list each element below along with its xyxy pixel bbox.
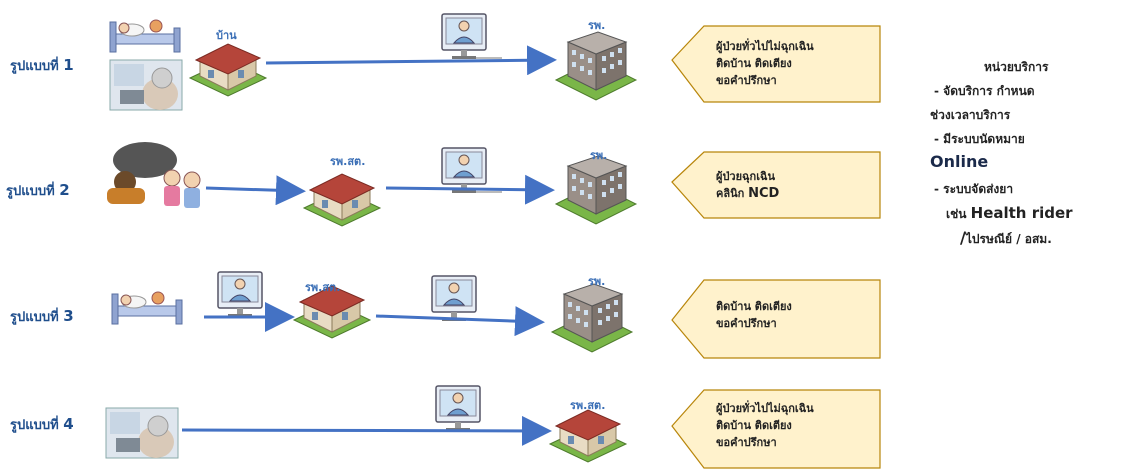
callout-line-bold: NCD	[748, 186, 780, 201]
row-number: 4	[63, 415, 74, 433]
arrow-row2-a	[205, 175, 306, 206]
video-call-image	[105, 407, 179, 459]
callout-line-prefix: คลินิก	[716, 187, 749, 200]
callout-box-row1	[671, 25, 881, 103]
row-label-text: รูปแบบที่	[6, 184, 55, 199]
callout-line: ติดบ้าน ติดเตียง	[716, 419, 792, 432]
callout-line: ติดบ้าน ติดเตียง	[716, 300, 792, 313]
home-label: บ้าน	[216, 29, 237, 42]
telemedicine-monitor-icon	[217, 271, 279, 318]
callout-text-row2: ผู้ป่วยฉุกเฉิน คลินิก NCD	[716, 168, 779, 202]
callout-line: คลินิก NCD	[716, 185, 779, 202]
callout-line: ขอคำปรึกษา	[716, 317, 777, 330]
hospital-label: รพ.	[590, 149, 608, 162]
arrow-row1	[265, 45, 557, 76]
patient-in-bed-image	[109, 19, 181, 53]
row-number: 3	[63, 307, 74, 325]
telemedicine-monitor-icon	[441, 147, 503, 194]
service-unit-line: /ไปรษณีย์ / อสม.	[960, 228, 1052, 249]
callout-line: ผู้ป่วยฉุกเฉิน	[716, 170, 775, 183]
callout-line: ผู้ป่วยทั่วไปไม่ฉุกเฉิน	[716, 40, 814, 53]
health-center-label: รพ.สต.	[570, 399, 606, 412]
callout-box-row4	[671, 389, 881, 469]
callout-text-row3: ติดบ้าน ติดเตียง ขอคำปรึกษา	[716, 298, 792, 332]
health-center-house-icon	[549, 409, 627, 463]
service-unit-line: - มีระบบนัดหมาย	[934, 132, 1025, 146]
health-center-label: รพ.สต.	[330, 155, 366, 168]
service-unit-line: - จัดบริการ กำหนด	[934, 84, 1035, 98]
patient-in-bed-image	[111, 291, 183, 325]
row-label-2: รูปแบบที่ 2	[6, 180, 70, 201]
worried-patients-image	[107, 142, 201, 208]
health-center-house-icon	[303, 173, 381, 227]
row-label-text: รูปแบบที่	[10, 310, 59, 325]
service-unit-line: - ระบบจัดส่งยา	[934, 182, 1014, 196]
telemedicine-monitor-icon	[431, 275, 493, 322]
service-unit-line: ช่วงเวลาบริการ	[930, 108, 1011, 122]
callout-line: ผู้ป่วยทั่วไปไม่ฉุกเฉิน	[716, 402, 814, 415]
row-label-4: รูปแบบที่ 4	[10, 414, 74, 435]
service-unit-line-online: Online	[930, 152, 989, 171]
hospital-building-icon	[555, 31, 637, 101]
telemedicine-monitor-icon	[435, 385, 497, 432]
service-unit-title: หน่วยบริการ	[984, 60, 1049, 74]
callout-box-row2	[671, 151, 881, 219]
row-number: 2	[59, 181, 70, 199]
row-label-text: รูปแบบที่	[10, 418, 59, 433]
hospital-building-icon	[551, 283, 633, 353]
service-unit-text: ไปรษณีย์ / อสม.	[965, 232, 1052, 246]
row-label-text: รูปแบบที่	[10, 59, 59, 74]
service-unit-line: เช่น Health rider	[946, 204, 1073, 224]
callout-line: ขอคำปรึกษา	[716, 74, 777, 87]
telemedicine-monitor-icon	[441, 13, 503, 60]
home-house-icon	[189, 43, 267, 97]
callout-text-row1: ผู้ป่วยทั่วไปไม่ฉุกเฉิน ติดบ้าน ติดเตียง…	[716, 38, 814, 89]
health-center-label: รพ.สต.	[305, 281, 341, 294]
callout-line: ขอคำปรึกษา	[716, 436, 777, 449]
row-label-1: รูปแบบที่ 1	[10, 55, 74, 76]
hospital-building-icon	[555, 155, 637, 225]
service-unit-slash: /	[960, 228, 966, 247]
service-unit-text: เช่น	[946, 207, 971, 221]
hospital-label: รพ.	[588, 275, 606, 288]
service-unit-bold: Health rider	[970, 204, 1073, 222]
callout-text-row4: ผู้ป่วยทั่วไปไม่ฉุกเฉิน ติดบ้าน ติดเตียง…	[716, 400, 814, 451]
arrow-row4	[181, 415, 552, 446]
video-call-image	[109, 59, 183, 111]
hospital-label: รพ.	[588, 19, 606, 32]
row-label-3: รูปแบบที่ 3	[10, 306, 74, 327]
callout-box-row3	[671, 279, 881, 359]
arrow-row3-b	[375, 306, 545, 337]
row-number: 1	[63, 56, 74, 74]
callout-line: ติดบ้าน ติดเตียง	[716, 57, 792, 70]
arrow-row2-b	[385, 174, 555, 205]
